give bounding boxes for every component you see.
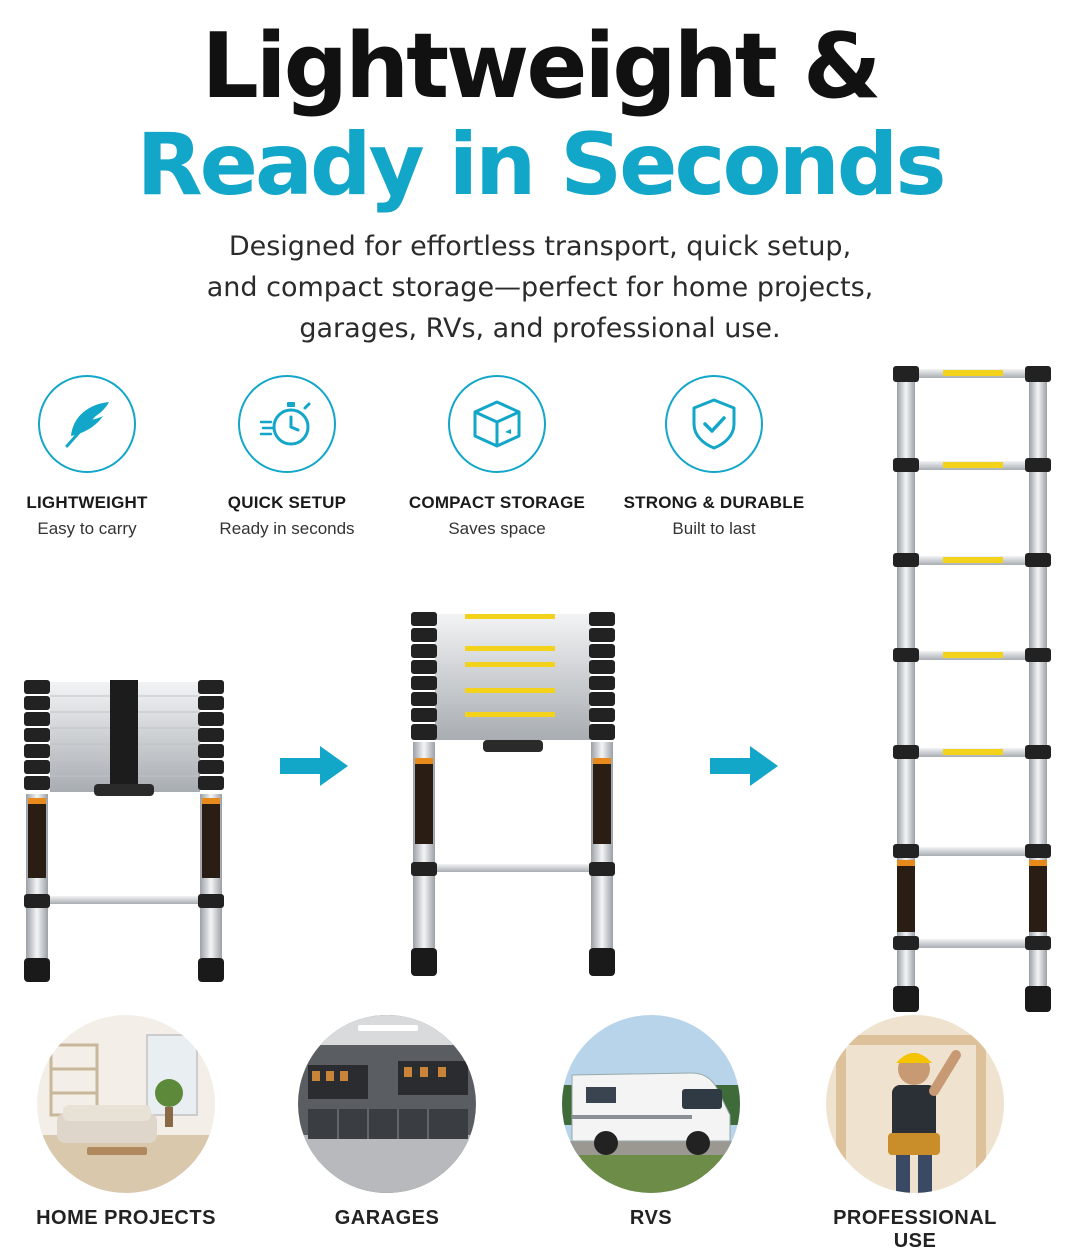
arrow-right-icon [280,746,348,786]
feature-quick-setup: QUICK SETUP Ready in seconds [177,375,397,539]
stopwatch-icon [259,402,311,446]
subtitle-line-1: Designed for effortless transport, quick… [228,231,852,262]
feature-subtitle: Ready in seconds [219,519,355,538]
feature-icon-ring [448,375,546,473]
subtitle-line-3: garages, RVs, and professional use. [299,313,781,344]
ladder-collapsed-image [24,680,224,982]
usecase-label: RVS [629,1207,673,1229]
subtitle: Designed for effortless transport, quick… [140,226,940,349]
living-room-photo [37,1015,215,1193]
feature-icon-ring [38,375,136,473]
ladder-extended-image [893,366,1051,1012]
garage-photo [298,1015,476,1193]
feature-title: COMPACT STORAGE [408,493,586,512]
feature-title: STRONG & DURABLE [623,493,805,512]
feature-title: QUICK SETUP [227,493,347,512]
shield-check-icon [692,398,736,450]
subtitle-line-2: and compact storage—perfect for home pro… [206,272,874,303]
worker-photo [826,1015,1004,1193]
feature-subtitle: Built to last [672,519,756,538]
feature-title: LIGHTWEIGHT [26,493,148,512]
usecase-label: GARAGES [334,1207,440,1229]
feather-icon [65,402,109,448]
feature-subtitle: Easy to carry [37,519,137,538]
usecase-home-projects: HOME PROJECTS [26,1015,226,1230]
usecase-label: PROFESSIONAL USE [833,1207,997,1252]
usecase-label: HOME PROJECTS [36,1207,216,1229]
headline-line-2: Ready in Seconds [136,115,946,215]
feature-subtitle: Saves space [448,519,546,538]
usecase-professional-use: PROFESSIONAL USE [815,1015,1015,1253]
arrow-right-icon [710,746,778,786]
feature-compact-storage: COMPACT STORAGE Saves space [387,375,607,539]
ladder-partial-image [411,612,615,976]
feature-lightweight: LIGHTWEIGHT Easy to carry [0,375,197,539]
usecase-rvs: RVS [551,1015,751,1230]
feature-strong-durable: STRONG & DURABLE Built to last [604,375,824,539]
feature-icon-ring [238,375,336,473]
rv-photo [562,1015,740,1193]
usecase-garages: GARAGES [287,1015,487,1230]
box-icon [473,400,521,448]
headline-line-1: Lightweight & [201,14,881,119]
feature-icon-ring [665,375,763,473]
